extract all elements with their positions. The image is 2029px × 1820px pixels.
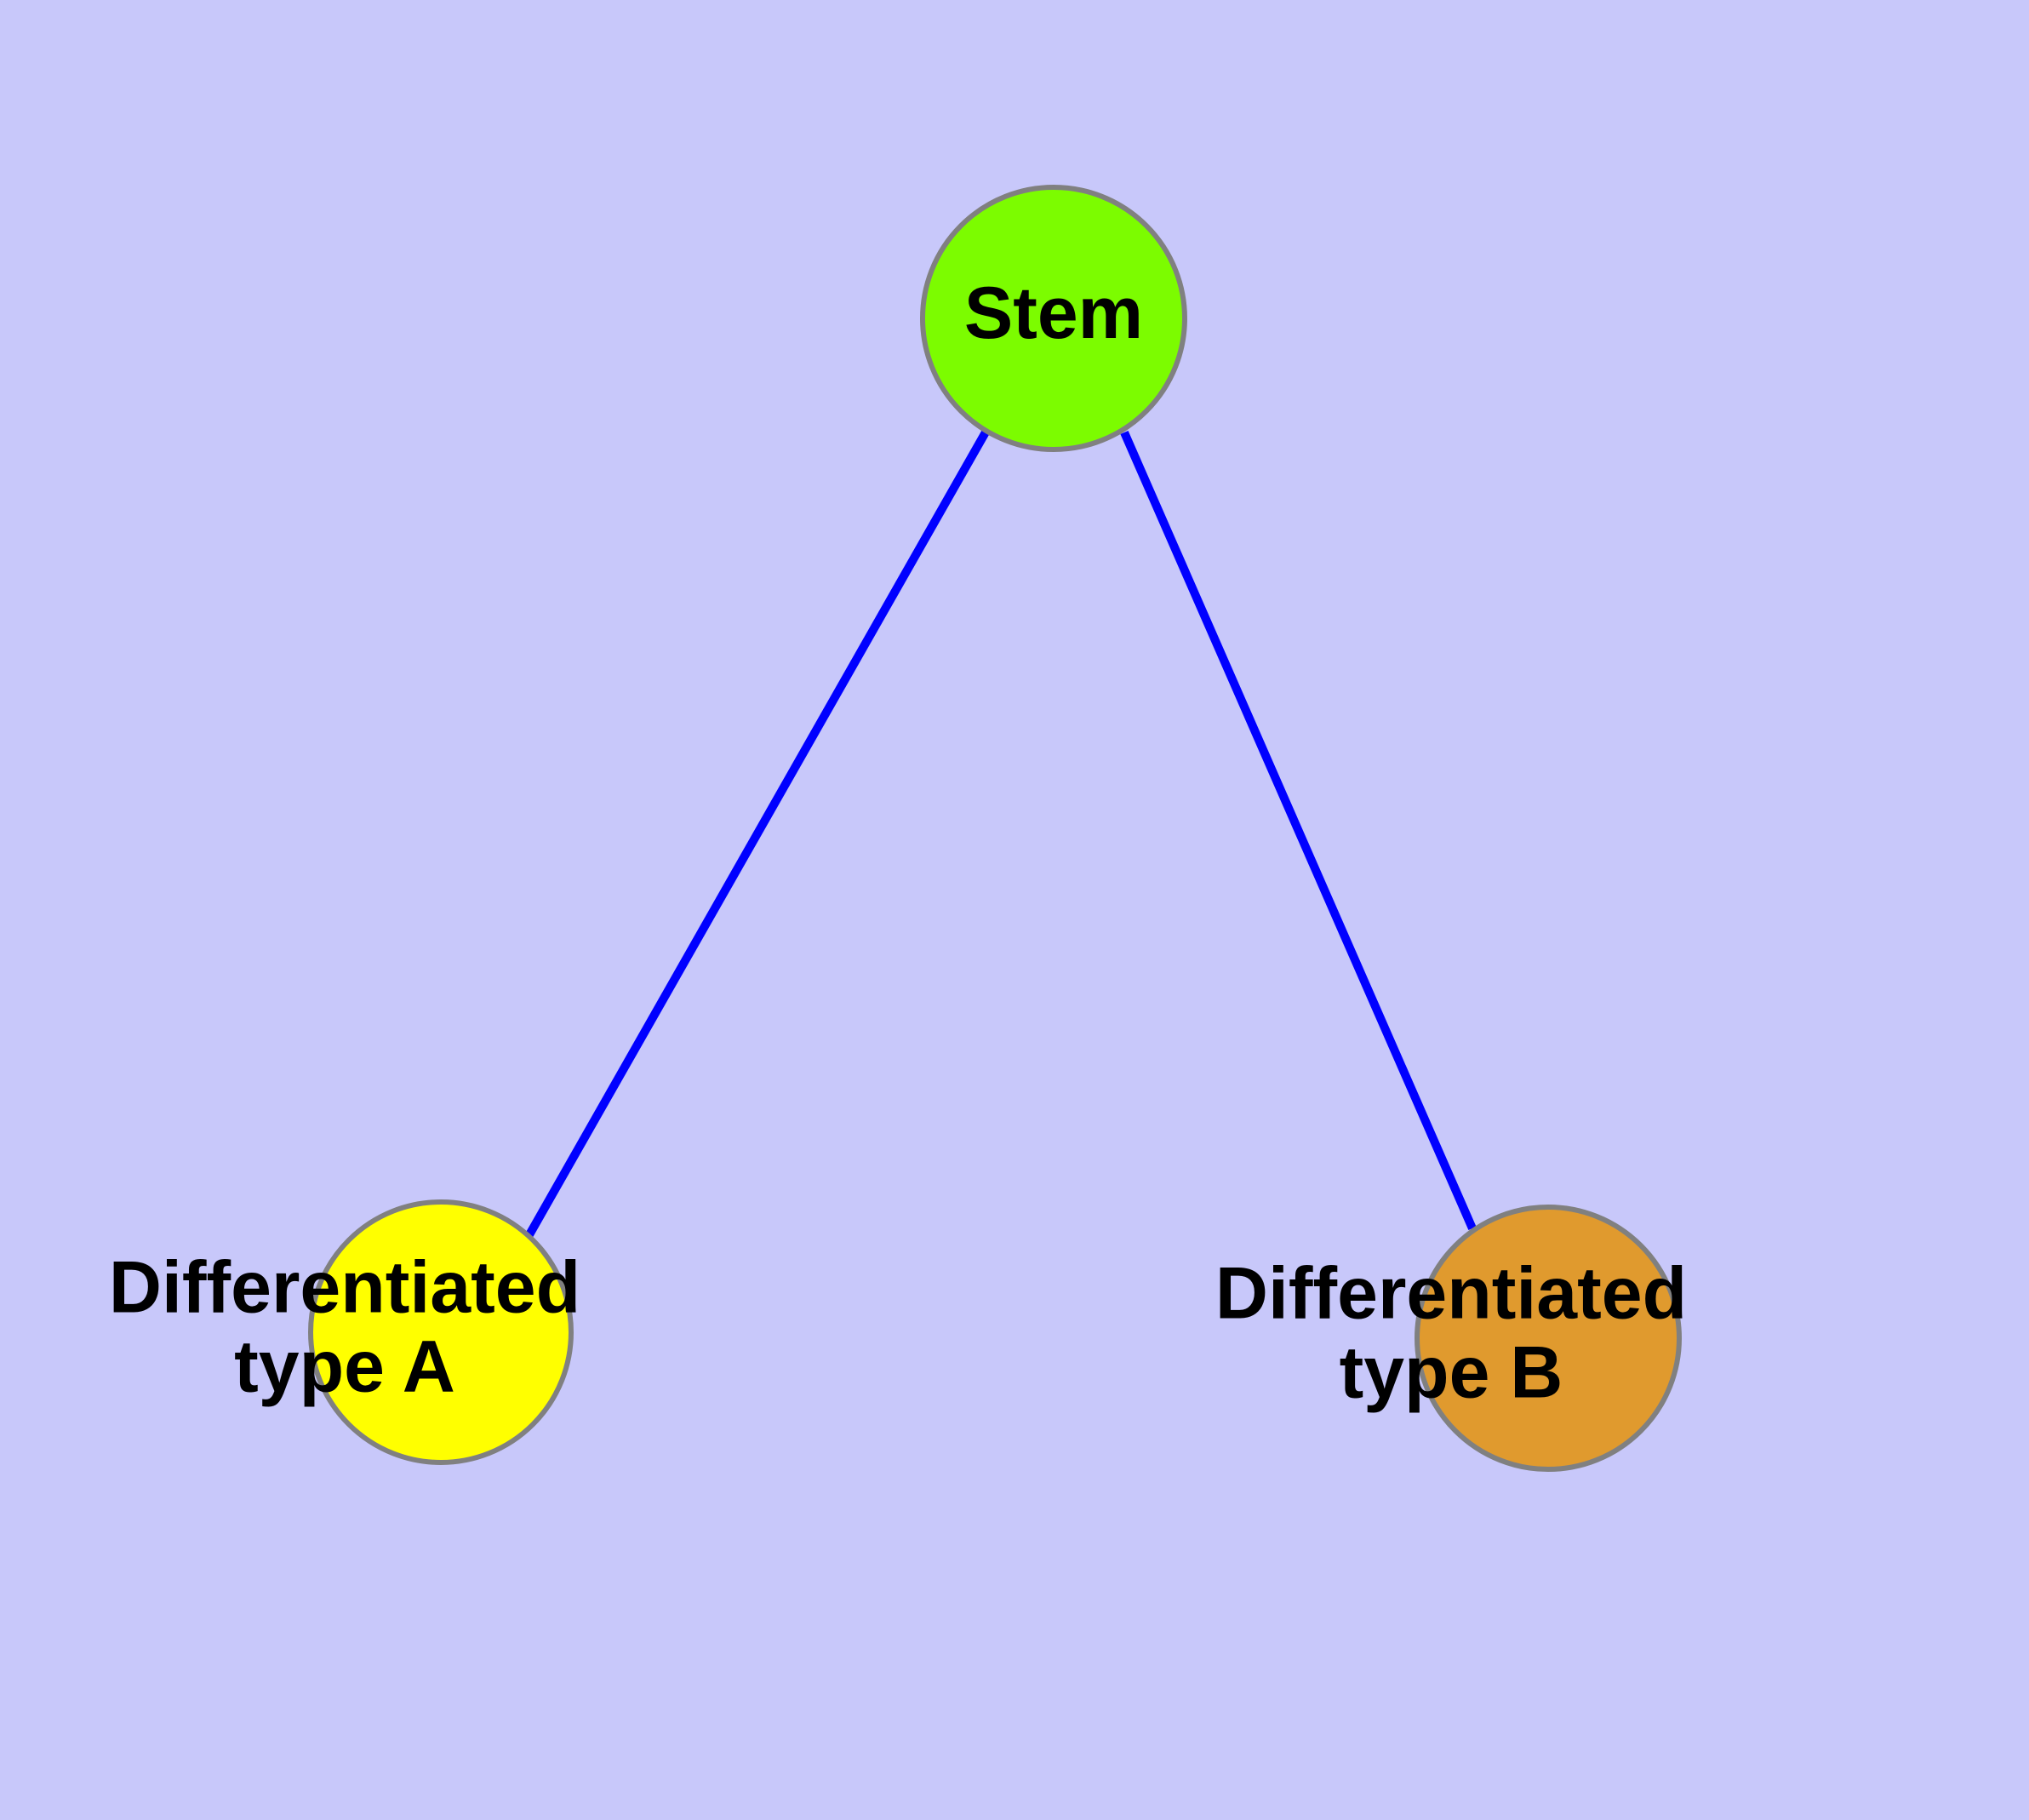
node-label-line: Differentiated <box>1215 1252 1687 1334</box>
node-label-line: type A <box>234 1325 455 1407</box>
node-label-line: Stem <box>964 272 1143 354</box>
node-label-stem: Stem <box>964 272 1143 354</box>
node-circle-diff_b[interactable] <box>1415 1205 1682 1472</box>
node-circle-stem[interactable] <box>920 185 1187 452</box>
node-label-line: type B <box>1340 1331 1563 1413</box>
edge-stem-to-diff-a[interactable] <box>520 428 991 1246</box>
edge-layer <box>520 428 1477 1246</box>
edge-stem-to-diff-b[interactable] <box>1120 430 1477 1231</box>
node-label-line: Differentiated <box>109 1246 580 1328</box>
node-stem[interactable]: Stem <box>920 185 1187 452</box>
node-circle-diff_a[interactable] <box>308 1199 574 1465</box>
